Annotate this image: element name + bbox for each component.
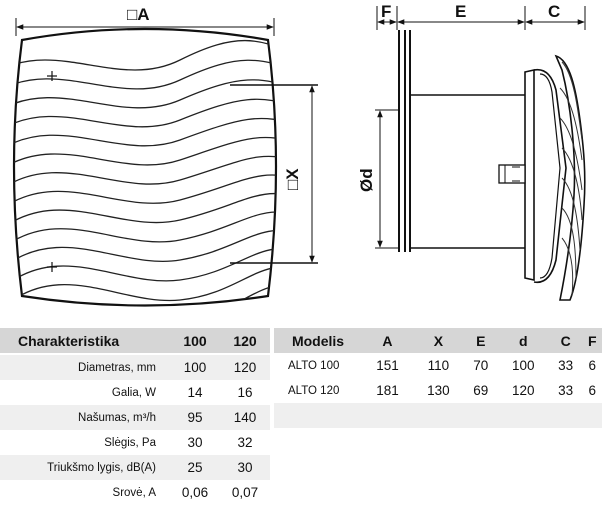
header-d: d [497,328,549,353]
value-f: 6 [582,378,602,403]
value-x: 130 [412,378,464,403]
dim-c-label: C [548,2,560,21]
value-c: 33 [548,353,583,378]
row-value-120: 32 [220,430,270,455]
value-f: 6 [582,353,602,378]
table-filler-row [274,403,602,428]
header-model: Modelis [274,328,362,353]
row-value-120: 140 [220,405,270,430]
header-x: X [412,328,464,353]
row-value-100: 0,06 [170,480,220,505]
value-x: 110 [412,353,464,378]
dim-a-label: □A [127,5,150,24]
wave-pattern [14,39,276,306]
dim-x-label: □X [283,168,302,190]
row-value-120: 120 [220,353,270,380]
header-a: A [362,328,413,353]
row-value-100: 14 [170,380,220,405]
table-row: Diametras, mm 100 120 [0,353,270,380]
model-name: ALTO 100 [274,353,362,378]
row-label: Galia, W [0,380,170,405]
header-c: C [548,328,583,353]
row-value-100: 25 [170,455,220,480]
table-row: Srovė, A 0,06 0,07 [0,480,270,505]
value-a: 151 [362,353,413,378]
row-value-120: 30 [220,455,270,480]
row-label: Diametras, mm [0,353,170,380]
table-row: Našumas, m³/h 95 140 [0,405,270,430]
characteristics-table: Charakteristika 100 120 Diametras, mm 10… [0,328,270,505]
table-header-row: Modelis A X E d C F [274,328,602,353]
header-f: F [582,328,602,353]
value-d: 120 [497,378,549,403]
screw-marks [47,71,57,272]
header-120: 120 [220,328,270,354]
row-label: Slėgis, Pa [0,430,170,455]
row-value-120: 16 [220,380,270,405]
row-value-100: 95 [170,405,220,430]
dim-d-label: Ød [357,168,376,192]
header-e: E [463,328,498,353]
table-header-row: Charakteristika 100 120 [0,328,270,354]
row-value-120: 0,07 [220,480,270,505]
value-e: 70 [463,353,498,378]
value-a: 181 [362,378,413,403]
table-row: Galia, W 14 16 [0,380,270,405]
model-name: ALTO 120 [274,378,362,403]
row-label: Srovė, A [0,480,170,505]
front-view: □A □X [12,5,318,307]
dim-f-label: F [381,2,391,21]
row-value-100: 100 [170,353,220,380]
row-value-100: 30 [170,430,220,455]
header-characteristics: Charakteristika [0,328,170,354]
value-e: 69 [463,378,498,403]
row-label: Triukšmo lygis, dB(A) [0,455,170,480]
table-row: Slėgis, Pa 30 32 [0,430,270,455]
dim-e-label: E [455,2,466,21]
table-row: ALTO 120 181 130 69 120 33 6 [274,378,602,403]
table-row: Triukšmo lygis, dB(A) 25 30 [0,455,270,480]
header-100: 100 [170,328,220,354]
value-d: 100 [497,353,549,378]
models-table: Modelis A X E d C F ALTO 100 151 110 70 … [274,328,602,428]
row-label: Našumas, m³/h [0,405,170,430]
side-view: F E C Ød [357,2,586,301]
technical-drawing: □A □X [12,2,586,307]
value-c: 33 [548,378,583,403]
table-row: ALTO 100 151 110 70 100 33 6 [274,353,602,378]
